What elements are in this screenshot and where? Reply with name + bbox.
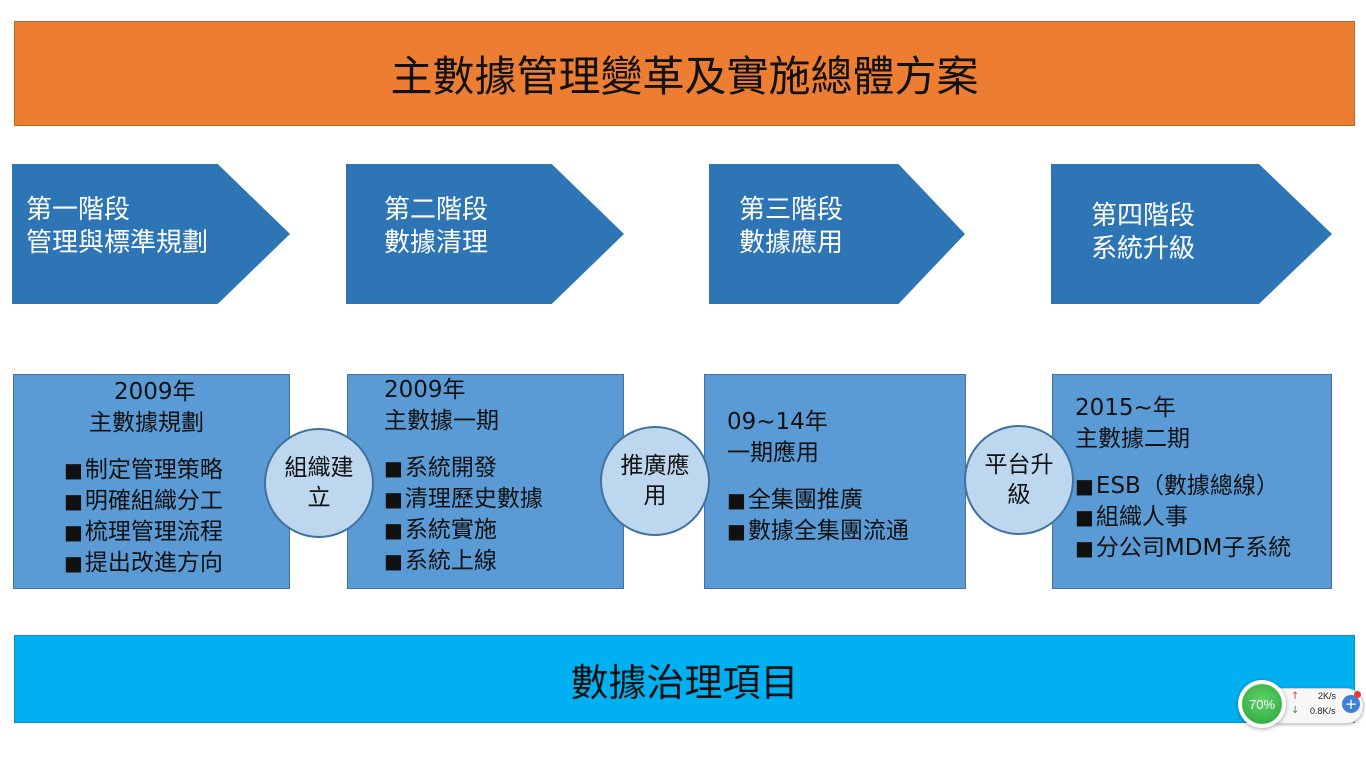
bullet-square-icon: ■: [1075, 474, 1094, 498]
box-item-list: ■ESB（數據總線） ■組織人事 ■分公司MDM子系統: [1075, 471, 1331, 564]
box-year: 09~14年: [727, 409, 828, 435]
footer-title: 數據治理項目: [570, 660, 799, 705]
list-item: ■組織人事: [1075, 504, 1188, 530]
box-title: 主數據二期: [1075, 426, 1190, 452]
connector-circle-1: 組織建立: [264, 428, 374, 538]
list-item: ■明確組織分工: [64, 488, 223, 514]
box-item-list: ■系統開發 ■清理歷史數據 ■系統實施 ■系統上線: [384, 453, 623, 577]
box-year: 2009年: [384, 377, 466, 403]
bullet-square-icon: ■: [64, 489, 83, 513]
upload-speed: 2K/s: [1318, 691, 1337, 701]
page-title: 主數據管理變革及實施總體方案: [390, 52, 979, 101]
list-item: ■數據全集團流通: [727, 518, 909, 544]
bullet-square-icon: ■: [64, 520, 83, 544]
gauge-percent: 70%: [1242, 684, 1282, 724]
bullet-square-icon: ■: [384, 549, 403, 573]
bullet-square-icon: ■: [384, 487, 403, 511]
stage-chevron-3: 第三階段 數據應用: [709, 164, 965, 304]
stage-label: 第一階段: [26, 195, 131, 225]
notification-dot: [1354, 691, 1361, 698]
download-arrow-icon: ↓: [1291, 705, 1300, 716]
detail-box-2: 2009年 主數據一期 ■系統開發 ■清理歷史數據 ■系統實施 ■系統上線: [347, 374, 624, 589]
download-speed: 0.8K/s: [1310, 706, 1336, 716]
stage-label: 第三階段: [739, 195, 844, 225]
list-item: ■系統實施: [384, 517, 497, 543]
bullet-square-icon: ■: [64, 551, 83, 575]
list-item: ■梳理管理流程: [64, 519, 223, 545]
bullet-square-icon: ■: [1075, 505, 1094, 529]
stage-name: 數據應用: [739, 228, 844, 258]
network-speed-widget[interactable]: ↑ 2K/s ↓ 0.8K/s + 70%: [1238, 680, 1364, 728]
connector-circle-2: 推廣應用: [600, 426, 710, 536]
box-title: 主數據規劃: [89, 410, 204, 436]
connector-label: 平台升級: [984, 452, 1054, 508]
connector-label: 推廣應用: [620, 453, 690, 509]
detail-box-4: 2015~年 主數據二期 ■ESB（數據總線） ■組織人事 ■分公司MDM子系統: [1052, 374, 1332, 589]
plus-icon[interactable]: +: [1342, 695, 1360, 713]
footer-banner: 數據治理項目: [14, 635, 1355, 723]
list-item: ■系統開發: [384, 455, 497, 481]
bullet-square-icon: ■: [727, 488, 746, 512]
upload-arrow-icon: ↑: [1291, 691, 1300, 702]
list-item: ■系統上線: [384, 548, 497, 574]
list-item: ■分公司MDM子系統: [1075, 535, 1292, 561]
box-title: 主數據一期: [384, 408, 499, 434]
bullet-square-icon: ■: [64, 458, 83, 482]
stage-chevron-1: 第一階段 管理與標準規劃: [12, 164, 290, 304]
bullet-square-icon: ■: [727, 519, 746, 543]
connector-circle-3: 平台升級: [964, 425, 1074, 535]
bullet-square-icon: ■: [1075, 536, 1094, 560]
stage-name: 數據清理: [384, 228, 489, 258]
list-item: ■清理歷史數據: [384, 486, 543, 512]
detail-box-1: 2009年 主數據規劃 ■制定管理策略 ■明確組織分工 ■梳理管理流程 ■提出改…: [13, 374, 290, 589]
box-item-list: ■全集團推廣 ■數據全集團流通: [727, 485, 965, 547]
list-item: ■制定管理策略: [64, 457, 223, 483]
list-item: ■全集團推廣: [727, 487, 863, 513]
stage-chevron-4: 第四階段 系統升級: [1051, 164, 1332, 304]
box-title: 一期應用: [727, 440, 819, 466]
memory-gauge[interactable]: 70%: [1238, 680, 1286, 728]
bullet-square-icon: ■: [384, 518, 403, 542]
list-item: ■ESB（數據總線）: [1075, 473, 1279, 499]
list-item: ■提出改進方向: [64, 550, 223, 576]
box-year: 2009年: [114, 379, 196, 405]
stage-name: 管理與標準規劃: [26, 228, 209, 258]
box-year: 2015~年: [1075, 395, 1176, 421]
stage-label: 第二階段: [384, 195, 489, 225]
bullet-square-icon: ■: [384, 456, 403, 480]
title-banner: 主數據管理變革及實施總體方案: [14, 21, 1355, 126]
box-item-list: ■制定管理策略 ■明確組織分工 ■梳理管理流程 ■提出改進方向: [64, 455, 289, 579]
stage-label: 第四階段: [1091, 201, 1196, 231]
stage-name: 系統升級: [1091, 234, 1196, 264]
stage-chevron-2: 第二階段 數據清理: [346, 164, 624, 304]
connector-label: 組織建立: [284, 455, 354, 511]
detail-box-3: 09~14年 一期應用 ■全集團推廣 ■數據全集團流通: [704, 374, 966, 589]
